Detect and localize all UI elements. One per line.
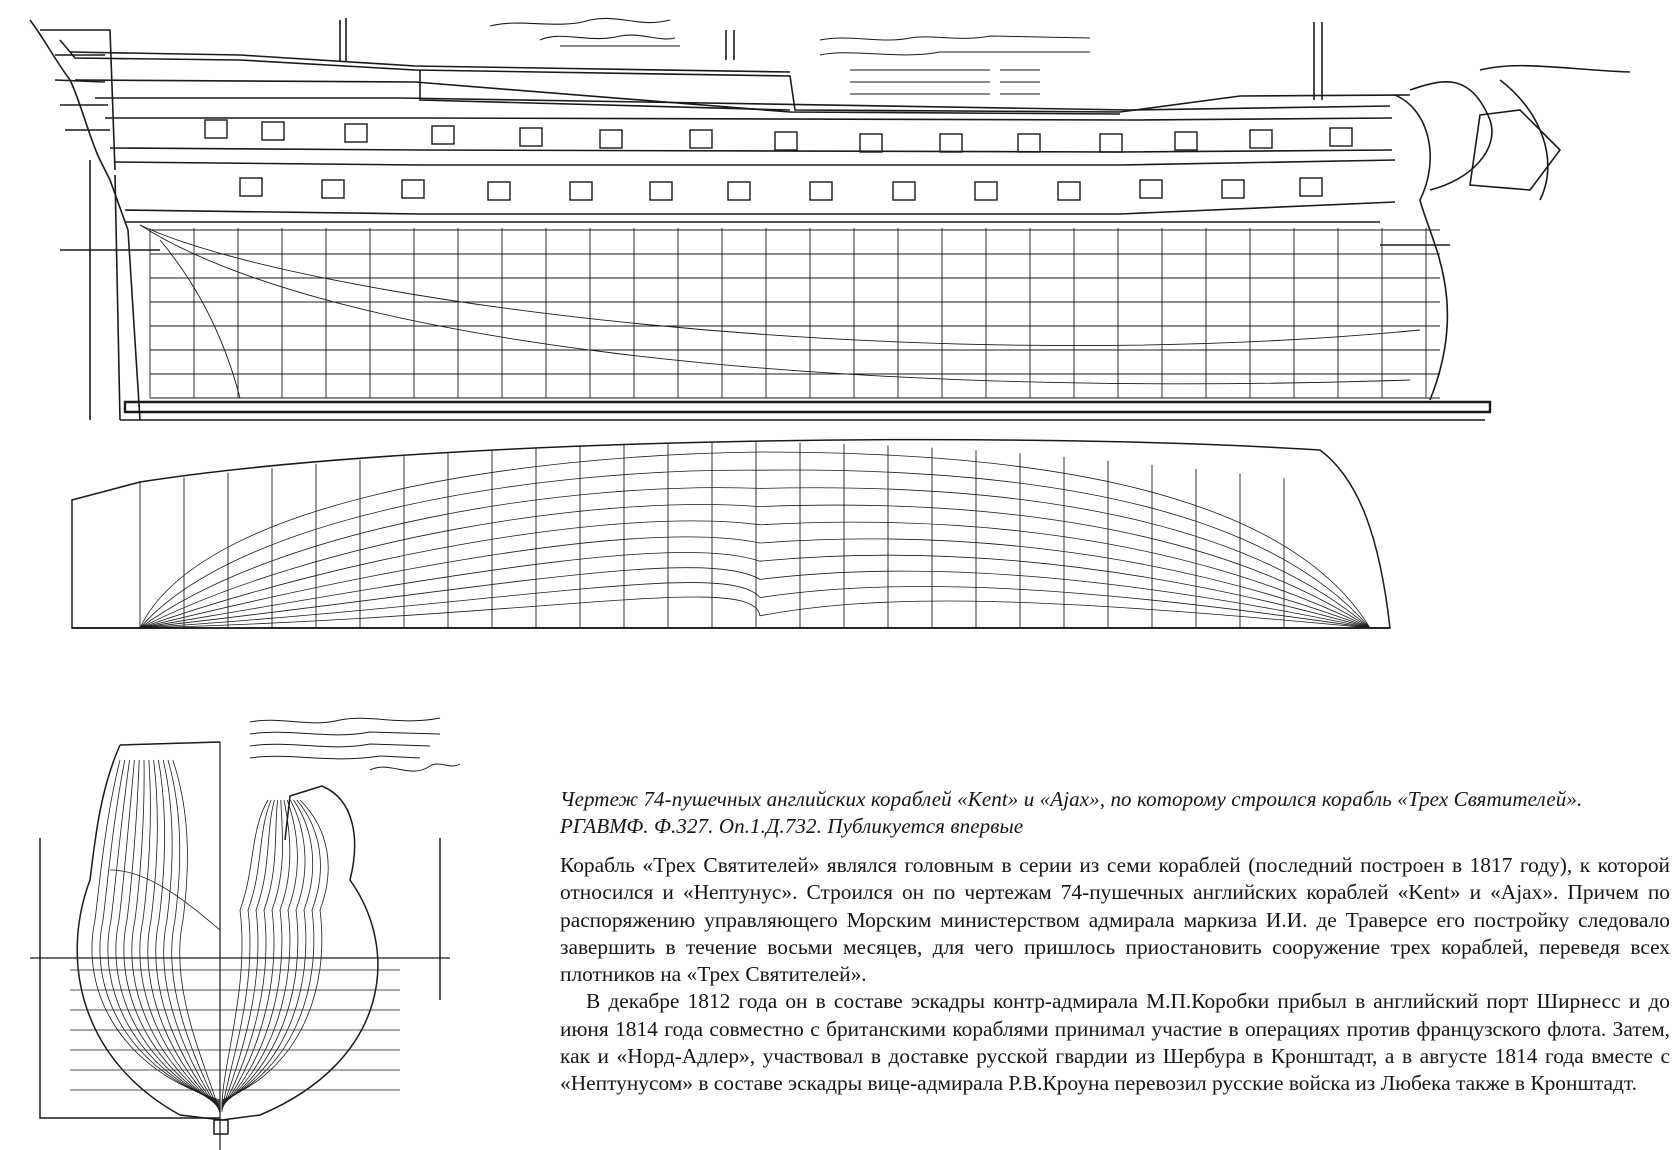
body-paragraph-2: В декабре 1812 года он в составе эскадры…: [560, 989, 1670, 1096]
body-paragraph-1: Корабль «Трех Святителей» являлся головн…: [560, 853, 1670, 987]
gun-port: [569, 181, 593, 201]
main-mast-stub: [725, 30, 735, 60]
waterline-curve: [139, 487, 1371, 629]
stern-outline: [29, 19, 141, 421]
frame-section: [167, 759, 221, 1113]
frame-section: [99, 759, 221, 1102]
frame-section: [107, 759, 221, 1103]
body-plan-frame: [39, 838, 441, 1119]
frame-section: [221, 799, 314, 1103]
gun-port: [599, 129, 623, 149]
gun-port: [859, 133, 883, 153]
body-plan-left-outline: [76, 744, 223, 1121]
diagonal-curve: [139, 224, 1411, 385]
frame-section: [221, 799, 321, 1102]
caption-block: Чертеж 74-пушечных английских кораблей «…: [560, 786, 1670, 1098]
frame-section: [221, 799, 269, 1113]
frame-section: [221, 799, 278, 1109]
gun-port: [1174, 131, 1198, 151]
frame-section: [147, 759, 221, 1109]
waterline-curve: [139, 520, 1371, 629]
waterline-curve: [139, 567, 1371, 629]
frame-section: [221, 799, 283, 1108]
gun-port: [239, 177, 263, 197]
bow-stem-outline: [1394, 94, 1449, 401]
waterline-curve: [139, 596, 1371, 629]
gun-port: [1057, 181, 1081, 201]
gun-port: [321, 179, 345, 199]
frame-section: [221, 799, 298, 1106]
gun-port: [487, 181, 511, 201]
gun-port: [1249, 129, 1273, 149]
mizzen-mast-stub: [339, 18, 347, 62]
frame-section: [221, 799, 306, 1104]
frame-section: [123, 759, 221, 1106]
gun-port: [892, 181, 916, 201]
gun-port: [1221, 179, 1245, 199]
frame-section: [109, 869, 221, 931]
keel: [123, 400, 1492, 414]
gun-port: [689, 129, 713, 149]
gun-port: [401, 179, 425, 199]
gun-port: [774, 131, 798, 151]
handwritten-signature-bodyplan: [249, 717, 461, 772]
half-breadth-outline: [71, 438, 1391, 629]
waterline-curve: [139, 536, 1371, 629]
caption-body: Корабль «Трех Святителей» являлся головн…: [560, 852, 1670, 1098]
gun-port: [1017, 133, 1041, 153]
waterline-curve: [139, 504, 1371, 629]
frame-section: [221, 799, 291, 1107]
gun-port: [519, 127, 543, 147]
gun-port: [1299, 177, 1323, 197]
gun-port: [727, 181, 751, 201]
fore-mast-stub: [1313, 22, 1323, 100]
figurehead: [1479, 64, 1631, 201]
frame-section: [221, 799, 272, 1111]
frame-section: [91, 759, 221, 1101]
waterline-curve: [139, 451, 1371, 629]
waterline-curve: [139, 469, 1371, 629]
handwritten-signature-top: [489, 17, 680, 47]
gun-port: [1329, 127, 1353, 147]
frame-section: [172, 759, 221, 1114]
frame-section: [162, 759, 221, 1112]
sheer-plan-drawing: [29, 17, 1631, 421]
gun-port: [649, 181, 673, 201]
half-breadth-plan-drawing: [71, 438, 1391, 629]
frame-section: [115, 759, 221, 1104]
figure-caption-title: Чертеж 74-пушечных английских кораблей «…: [560, 787, 1583, 838]
gun-port: [344, 123, 368, 143]
diagonal-curve: [139, 224, 1421, 347]
frame-section: [131, 759, 221, 1107]
frame-section: [155, 759, 221, 1110]
gun-port: [204, 119, 228, 139]
gun-port: [809, 181, 833, 201]
frame-section: [139, 759, 221, 1108]
waterline-curve: [139, 582, 1371, 629]
gun-port: [939, 133, 963, 153]
stern-curve: [159, 239, 241, 399]
gun-port: [1099, 133, 1123, 153]
body-plan-right-outline: [221, 785, 379, 1121]
gun-port: [1139, 179, 1163, 199]
gun-port: [431, 125, 455, 145]
frame-section: [221, 799, 329, 1101]
handwritten-dimensions-note: [819, 35, 1091, 95]
body-plan-drawing: [30, 717, 461, 1150]
waterline-curve: [139, 552, 1371, 629]
gun-port: [974, 181, 998, 201]
gun-port: [261, 121, 285, 141]
